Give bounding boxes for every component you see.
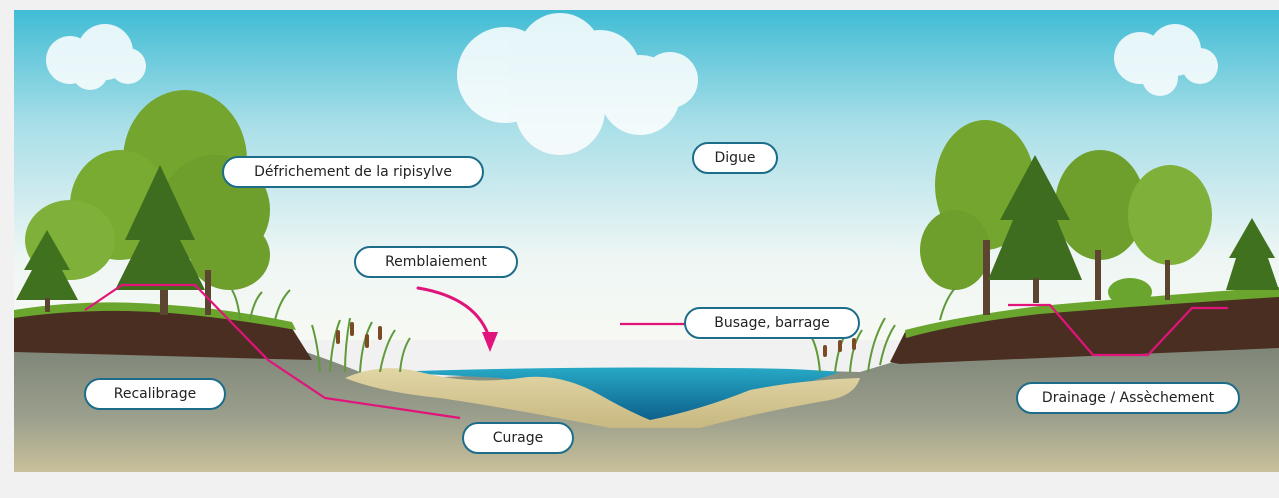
label-curage: Curage [462,422,574,454]
label-drainage: Drainage / Assèchement [1016,382,1240,414]
label-busage: Busage, barrage [684,307,860,339]
label-remblaiement: Remblaiement [354,246,518,278]
label-defrichement: Défrichement de la ripisylve [222,156,484,188]
label-recalibrage: Recalibrage [84,378,226,410]
label-digue: Digue [692,142,778,174]
